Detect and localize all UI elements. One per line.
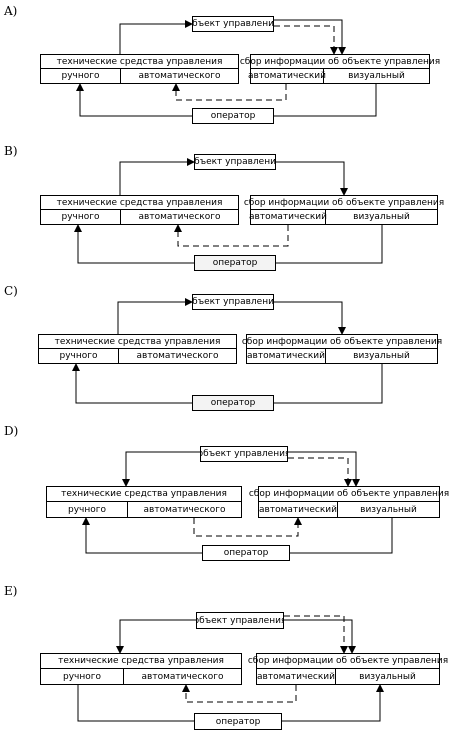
- control-object-label: объект управления: [200, 449, 288, 459]
- connector-lines: [72, 298, 383, 404]
- automatic-info-cell: автоматический: [247, 351, 325, 361]
- visual-cell: визуальный: [325, 210, 437, 224]
- manual-to-operator-line: [77, 685, 194, 722]
- visual-cell: визуальный: [323, 69, 429, 83]
- option-e-panel: E) объект управления технические средств…: [0, 580, 452, 741]
- auto-to-auto-info-dashed-arrow: [193, 517, 302, 537]
- technical-means-header: технические средства управления: [41, 55, 238, 69]
- automatic-cell: автоматического: [127, 502, 241, 517]
- technical-means-group: технические средства управления ручного …: [40, 54, 239, 84]
- option-letter: C): [4, 284, 18, 298]
- operator-label: оператор: [210, 111, 256, 121]
- object-to-info-arrow: [284, 619, 356, 654]
- object-to-info-arrow: [276, 161, 348, 196]
- manual-cell: ручного: [59, 351, 98, 361]
- option-a-panel: A) объект управления технические средств…: [0, 0, 452, 140]
- operator-to-manual-arrow: [72, 363, 192, 404]
- automatic-cell: автоматического: [120, 69, 238, 83]
- technical-means-group: технические средства управления ручного …: [40, 653, 242, 685]
- automatic-info-cell: автоматический: [259, 504, 337, 515]
- object-to-info-arrow: [288, 451, 360, 487]
- operator-label: оператор: [223, 548, 269, 558]
- technical-means-header: технические средства управления: [41, 196, 238, 210]
- technical-means-header: технические средства управления: [39, 335, 236, 349]
- technical-means-header: технические средства управления: [41, 654, 241, 669]
- visual-cell: визуальный: [325, 349, 437, 363]
- control-object-label: объект управления: [194, 157, 276, 167]
- visual-to-operator-line: [290, 518, 393, 554]
- object-to-tech-arrow: [122, 451, 200, 487]
- manual-cell: ручного: [63, 671, 101, 682]
- option-b-panel: B) объект управления технические средств…: [0, 140, 452, 280]
- control-object-label: объект управления: [196, 615, 284, 626]
- operator-box: оператор: [194, 713, 282, 730]
- option-letter: D): [4, 424, 19, 438]
- control-object-box: объект управления: [196, 612, 284, 629]
- connector-lines: [82, 451, 393, 554]
- visual-cell: визуальный: [335, 669, 439, 684]
- option-letter: B): [4, 144, 18, 158]
- control-object-label: объект управления: [192, 19, 274, 29]
- info-collection-header: сбор информации об объекте управления: [244, 196, 444, 210]
- technical-means-group: технические средства управления ручного …: [40, 195, 239, 225]
- operator-box: оператор: [192, 395, 274, 411]
- control-object-label: объект управления: [192, 297, 274, 307]
- info-collection-group: сбор информации об объекте управления ав…: [242, 334, 442, 364]
- operator-box: оператор: [194, 255, 276, 271]
- info-collection-group: сбор информации об объекте управления ав…: [249, 486, 449, 518]
- object-to-info-dashed-arrow: [284, 615, 348, 654]
- technical-means-group: технические средства управления ручного …: [38, 334, 237, 364]
- info-collection-header: сбор информации об объекте управления: [249, 487, 449, 502]
- object-to-info-dashed-arrow: [274, 25, 338, 55]
- operator-label: оператор: [215, 716, 261, 727]
- info-collection-header: сбор информации об объекте управления: [242, 335, 442, 349]
- visual-cell: визуальный: [337, 502, 439, 517]
- operator-box: оператор: [192, 108, 274, 124]
- info-collection-group: сбор информации об объекте управления ав…: [240, 54, 440, 84]
- control-object-box: объект управления: [200, 446, 288, 462]
- automatic-cell: автоматического: [120, 210, 238, 224]
- visual-to-operator-line: [274, 84, 377, 117]
- object-to-info-arrow: [274, 19, 346, 55]
- automatic-info-cell: автоматический: [248, 71, 326, 81]
- operator-to-manual-arrow: [82, 517, 202, 554]
- auto-info-to-auto-dashed-arrow: [174, 224, 289, 247]
- object-to-info-dashed-arrow: [288, 457, 352, 487]
- tech-to-object-arrow: [117, 298, 193, 334]
- connector-lines: [74, 158, 383, 264]
- object-to-tech-arrow: [116, 619, 196, 654]
- automatic-cell: автоматического: [118, 349, 236, 363]
- connector-lines: [76, 19, 377, 117]
- tech-to-object-arrow: [119, 158, 195, 195]
- operator-label: оператор: [212, 258, 258, 268]
- automatic-info-cell: автоматический: [249, 212, 327, 222]
- operator-to-visual-arrow: [282, 684, 384, 722]
- technical-means-header: технические средства управления: [47, 487, 241, 502]
- connector-lines: [77, 615, 384, 722]
- option-letter: A): [4, 4, 18, 18]
- info-collection-header: сбор информации об объекте управления: [248, 654, 448, 669]
- automatic-cell: автоматического: [123, 669, 241, 684]
- operator-box: оператор: [202, 545, 290, 561]
- visual-to-operator-line: [276, 225, 383, 264]
- manual-cell: ручного: [61, 71, 100, 81]
- manual-cell: ручного: [68, 504, 106, 515]
- technical-means-group: технические средства управления ручного …: [46, 486, 242, 518]
- option-d-panel: D) объект управления технические средств…: [0, 420, 452, 580]
- operator-to-manual-arrow: [76, 83, 192, 117]
- manual-cell: ручного: [61, 212, 100, 222]
- info-collection-group: сбор информации об объекте управления ав…: [244, 195, 444, 225]
- automatic-info-cell: автоматический: [257, 671, 335, 682]
- option-letter: E): [4, 584, 18, 598]
- tech-to-object-arrow: [119, 20, 193, 54]
- visual-to-operator-line: [274, 364, 383, 404]
- option-c-panel: C) объект управления технические средств…: [0, 280, 452, 420]
- operator-to-manual-arrow: [74, 224, 194, 264]
- auto-info-to-auto-dashed-arrow: [182, 684, 297, 703]
- auto-info-to-auto-dashed-arrow: [172, 83, 287, 101]
- info-collection-header: сбор информации об объекте управления: [240, 55, 440, 69]
- operator-label: оператор: [210, 398, 256, 408]
- object-to-info-arrow: [274, 301, 346, 335]
